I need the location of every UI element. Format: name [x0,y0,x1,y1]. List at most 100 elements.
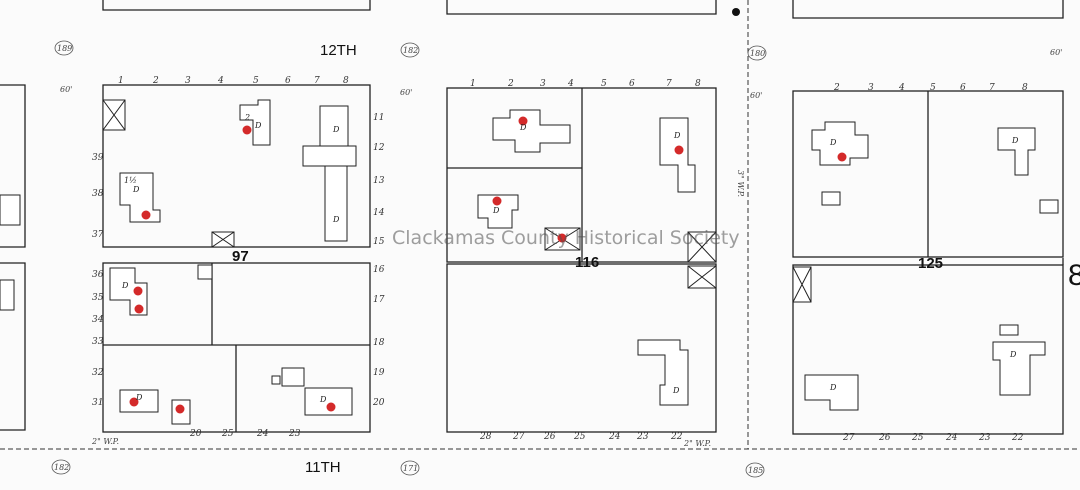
svg-text:7: 7 [314,76,320,86]
block-north-3-edge [792,0,1064,19]
svg-text:182: 182 [403,46,418,55]
lot-numbers-125: 2 3 4 5 6 7 8 27 26 25 24 23 22 [833,83,1028,443]
svg-text:4: 4 [217,76,224,86]
lot-numbers-116: 1 2 3 4 5 6 7 8 28 27 26 25 24 23 22 [470,79,701,442]
block-west-partial-north [0,84,26,248]
svg-text:D: D [519,123,527,132]
red-dot-marker [837,152,847,162]
svg-text:4: 4 [567,79,574,89]
buildings-block-97 [102,99,357,425]
svg-text:25: 25 [221,429,234,439]
svg-text:32: 32 [92,368,104,378]
svg-text:36: 36 [92,270,104,280]
red-dot-marker [175,404,185,414]
frontage-dimension: 60' [750,91,762,100]
block-number-partial: 8 [1068,259,1080,292]
block-number-97: 97 [232,248,249,265]
svg-text:171: 171 [403,464,418,473]
svg-text:14: 14 [373,208,385,218]
red-markers [129,116,847,414]
svg-text:182: 182 [54,463,69,472]
frontage-dimension: 60' [1050,48,1062,57]
svg-text:D: D [254,121,262,130]
svg-text:D: D [332,215,340,224]
svg-text:26: 26 [543,432,556,442]
block-north-2-edge [446,0,717,15]
street-label-12th: 12TH [320,42,357,59]
svg-text:3: 3 [540,79,546,89]
svg-text:27: 27 [842,433,855,443]
red-dot-marker [141,210,151,220]
buildings-block-125 [792,121,1059,411]
svg-text:38: 38 [92,189,104,199]
red-dot-marker [242,125,252,135]
svg-text:D: D [319,395,327,404]
svg-text:17: 17 [373,295,385,305]
svg-text:2: 2 [833,83,840,93]
water-main-label: 3" W.P. [736,170,745,197]
svg-text:5: 5 [253,76,259,86]
frontage-dimension: 60' [400,88,412,97]
svg-text:7: 7 [989,83,995,93]
svg-text:180: 180 [750,49,765,58]
svg-text:D: D [1011,136,1019,145]
svg-text:D: D [672,386,680,395]
svg-text:D: D [829,138,837,147]
svg-text:23: 23 [288,429,301,439]
red-dot-marker [557,233,567,243]
svg-text:5: 5 [601,79,607,89]
svg-text:1: 1 [118,76,124,86]
svg-text:2: 2 [152,76,159,86]
svg-text:19: 19 [373,368,385,378]
svg-text:8: 8 [343,76,349,86]
svg-text:8: 8 [1022,83,1028,93]
street-label-11th: 11TH [305,459,341,476]
svg-text:189: 189 [57,44,72,53]
building [0,279,15,311]
svg-text:22: 22 [670,432,683,442]
svg-text:1½: 1½ [124,176,137,185]
svg-text:D: D [135,393,143,402]
svg-text:28: 28 [479,432,492,442]
svg-text:7: 7 [666,79,672,89]
block-number-125: 125 [918,255,943,272]
svg-text:3: 3 [185,76,191,86]
svg-text:22: 22 [1011,433,1024,443]
block-97-north [102,84,371,248]
svg-text:3: 3 [868,83,874,93]
svg-text:185: 185 [748,466,763,475]
building [0,194,21,226]
svg-text:D: D [332,125,340,134]
svg-text:D: D [673,131,681,140]
svg-text:24: 24 [256,429,269,439]
svg-text:23: 23 [978,433,991,443]
svg-text:5: 5 [930,83,936,93]
frontage-dimension: 60' [60,85,72,94]
svg-text:25: 25 [573,432,586,442]
svg-text:12: 12 [373,143,385,153]
block-116-south [446,263,717,433]
hydrant-marker [732,8,740,16]
buildings-block-116 [477,109,717,406]
elevation-markers: 189 182 180 182 171 185 [51,40,767,478]
svg-text:25: 25 [911,433,924,443]
red-dot-marker [492,196,502,206]
svg-text:18: 18 [373,338,385,348]
svg-text:34: 34 [92,315,104,325]
block-west-partial-south [0,262,26,431]
building-labels: D 2 D D D 1½ D D D D D D D D D D D [121,113,1019,404]
block-125-south [792,264,1064,435]
svg-text:20: 20 [372,398,385,408]
svg-text:D: D [121,281,129,290]
red-dot-marker [674,145,684,155]
svg-text:20: 20 [189,429,202,439]
block-number-116: 116 [575,254,599,271]
svg-text:11: 11 [373,113,384,123]
red-dot-marker [133,286,143,296]
block-north-1-edge [102,0,371,11]
svg-text:4: 4 [898,83,905,93]
svg-text:D: D [829,383,837,392]
svg-text:24: 24 [945,433,958,443]
svg-text:24: 24 [608,432,621,442]
